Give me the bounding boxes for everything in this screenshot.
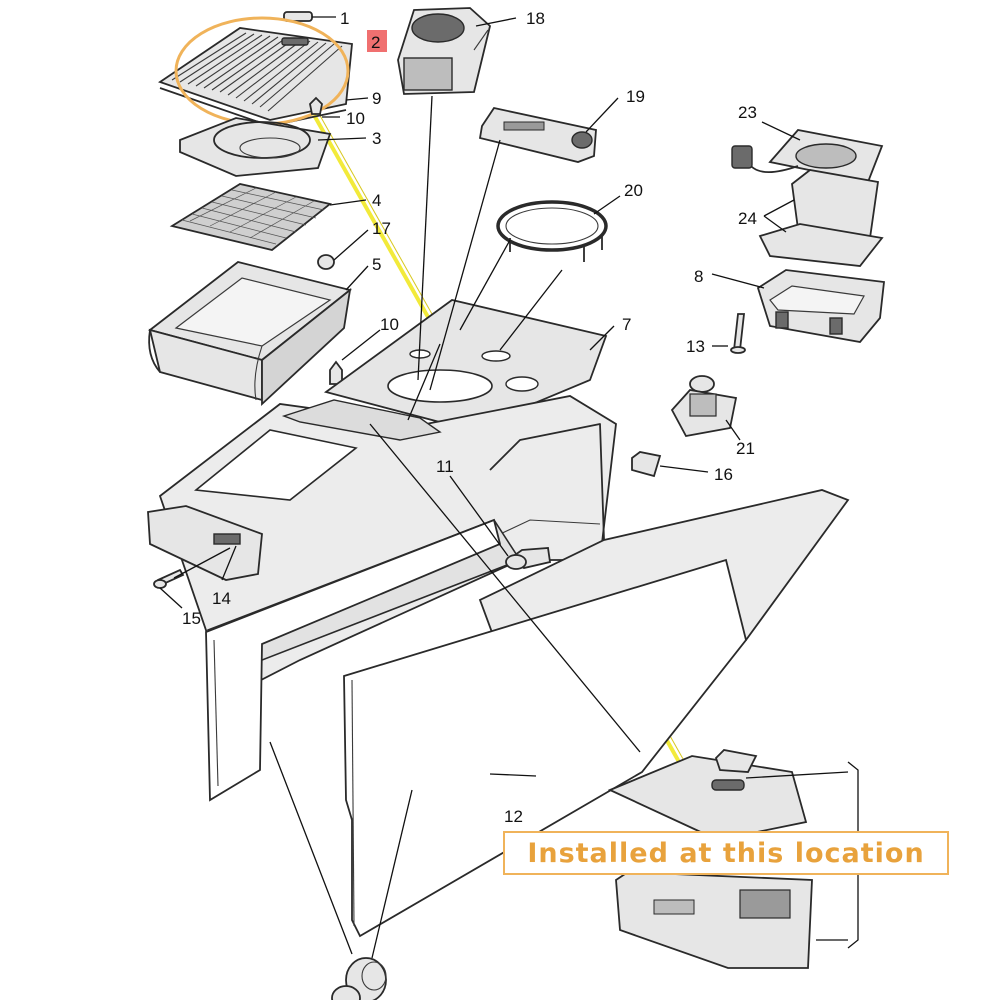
part-20-trim-ring [496, 200, 608, 262]
part-2-highlight-badge [367, 30, 387, 52]
label-21: 21 [736, 439, 755, 458]
part-10-fastener [309, 96, 323, 115]
label-23: 23 [738, 103, 757, 122]
part-16-clip [631, 451, 662, 478]
label-2: 2 [371, 33, 380, 52]
part-10-lower-fastener [329, 360, 343, 385]
label-13: 13 [686, 337, 705, 356]
label-14: 14 [212, 589, 231, 608]
installed-location-callout: Installed at this location [503, 831, 949, 875]
part-number-labels: 1 2 9 10 3 4 17 5 10 18 19 20 7 23 24 8 … [182, 9, 757, 826]
part-23-speaker [731, 129, 884, 184]
label-1: 1 [340, 9, 349, 28]
label-4: 4 [372, 191, 381, 210]
part-24-bezel [758, 169, 884, 267]
label-9: 9 [372, 89, 381, 108]
label-10-lower: 10 [380, 315, 399, 334]
part-14-bracket [147, 505, 263, 581]
part-13-screw [730, 313, 746, 354]
part-5-storage-bin [148, 261, 352, 407]
label-20: 20 [624, 181, 643, 200]
part-12-side-panel-left [205, 518, 502, 802]
label-18: 18 [526, 9, 545, 28]
part-19-switch-panel [478, 106, 597, 163]
part-21-switch [670, 375, 738, 438]
callout-text: Installed at this location [527, 837, 925, 869]
label-11: 11 [436, 457, 454, 476]
push-clips [331, 957, 387, 1000]
label-16: 16 [714, 465, 733, 484]
part-15-screw [153, 568, 185, 589]
label-15: 15 [182, 609, 201, 628]
part-8-housing [756, 269, 885, 343]
part-17-plug [317, 254, 335, 270]
part-3-cupholder-frame [179, 117, 332, 177]
label-3: 3 [372, 129, 381, 148]
label-10-upper: 10 [346, 109, 365, 128]
label-12: 12 [504, 807, 523, 826]
part-18-shifter [397, 7, 492, 95]
label-5: 5 [372, 255, 381, 274]
part-2-tambour-lid [158, 27, 353, 127]
label-7: 7 [622, 315, 631, 334]
part-11-bolt [505, 547, 552, 570]
label-24: 24 [738, 209, 757, 228]
leader-lines [159, 16, 849, 959]
label-8: 8 [694, 267, 703, 286]
label-17: 17 [372, 219, 391, 238]
part-4-grid-mat [169, 183, 333, 251]
part-12-side-panel-right [343, 558, 747, 938]
label-19: 19 [626, 87, 645, 106]
